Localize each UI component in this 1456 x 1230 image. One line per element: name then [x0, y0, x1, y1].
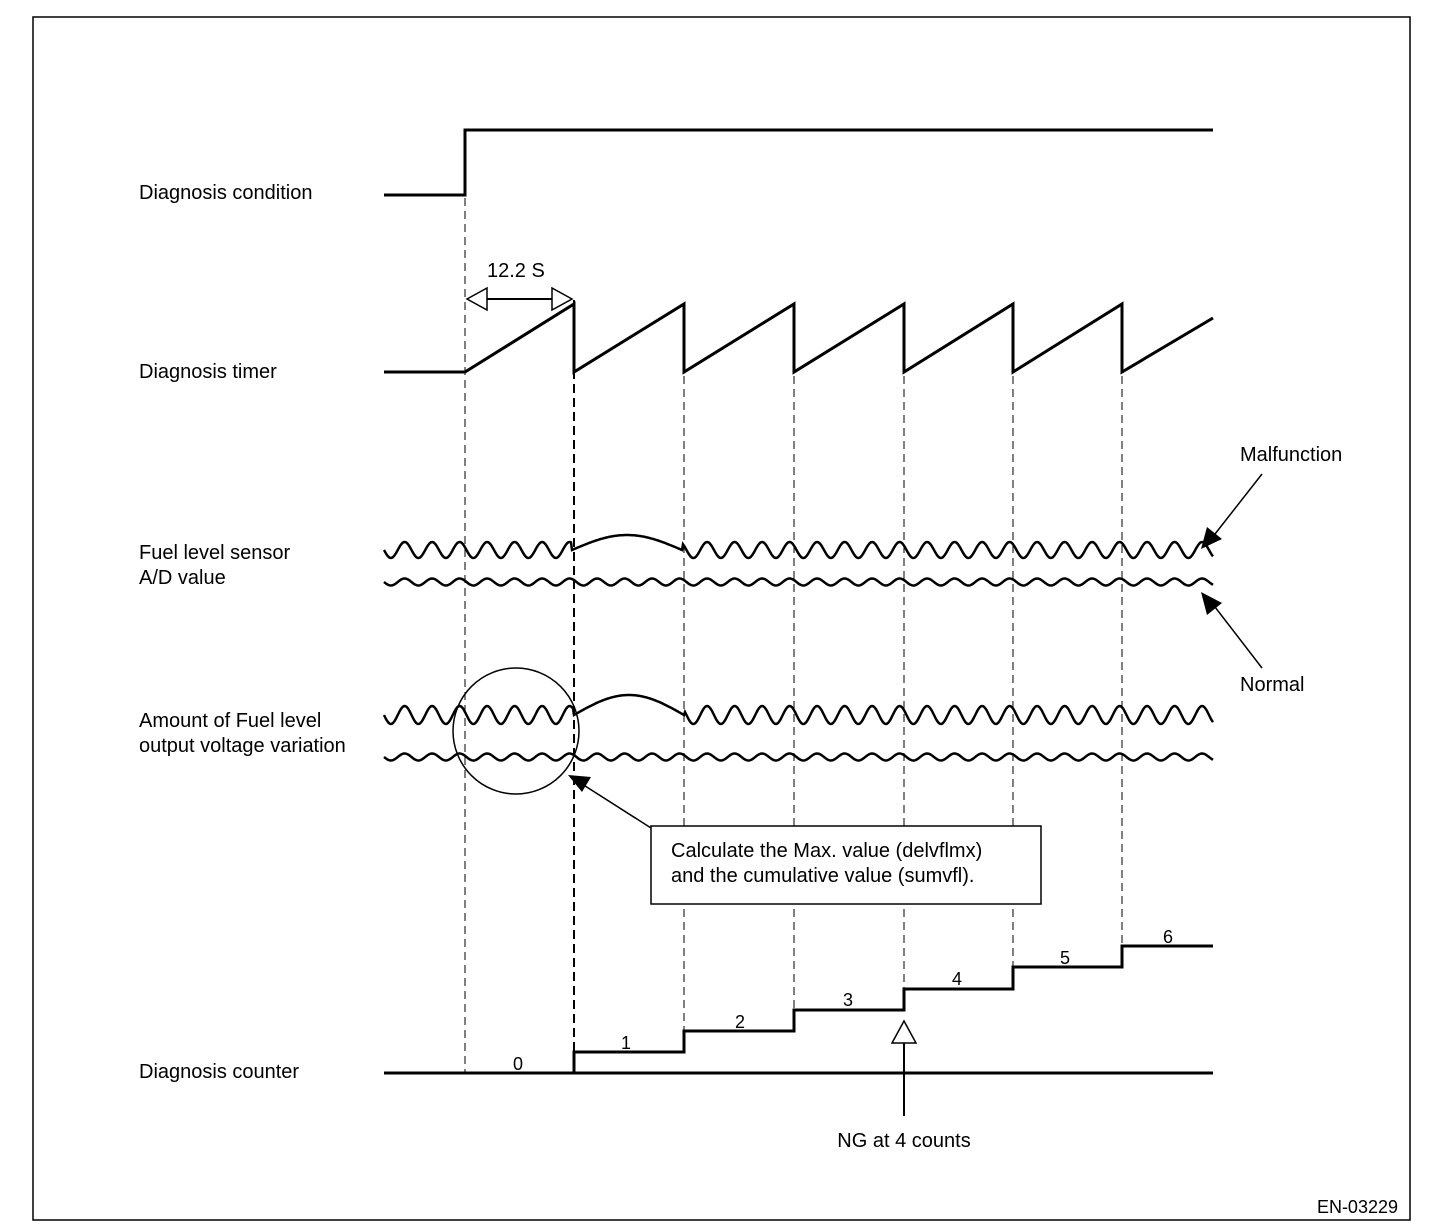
label-variation-line1: Amount of Fuel level: [139, 710, 321, 732]
normal-label: Normal: [1240, 674, 1304, 696]
figure-frame: [32, 16, 1411, 1221]
counter-value-5: 5: [1060, 948, 1070, 968]
fuel-sensor-malfunction-wave: [382, 533, 1214, 560]
ng-arrow: [890, 1019, 918, 1116]
counter-value-2: 2: [735, 1012, 745, 1032]
variation-normal-wave: [383, 752, 1214, 762]
normal-arrow: [1201, 592, 1263, 669]
label-variation-line2: output voltage variation: [139, 735, 346, 757]
diagnosis-counter-signal: [572, 944, 1213, 1073]
variation-malfunction-wave: [382, 693, 1215, 726]
timer-period-label: 12.2 S: [487, 260, 545, 282]
calculation-callout-line1: Calculate the Max. value (delvflmx): [671, 840, 982, 862]
fuel-sensor-normal-wave: [383, 577, 1214, 587]
diagnosis-timer-signal: [384, 301, 1214, 375]
counter-value-1: 1: [621, 1033, 631, 1053]
calculation-window-circle: [452, 667, 580, 795]
diagnosis-condition-signal: [384, 128, 1213, 197]
counter-value-labels: 0 1 2 3 4 5 6: [513, 927, 1173, 1074]
ng-label: NG at 4 counts: [837, 1130, 970, 1152]
label-fuel-sensor-line2: A/D value: [139, 567, 226, 589]
malfunction-label: Malfunction: [1240, 444, 1342, 466]
label-fuel-sensor-line1: Fuel level sensor: [139, 542, 291, 564]
calculation-arrow: [568, 775, 652, 829]
calculation-callout-box: [650, 825, 1042, 905]
calculation-callout-line2: and the cumulative value (sumvfl).: [671, 865, 974, 887]
malfunction-arrow: [1201, 473, 1263, 549]
counter-value-4: 4: [952, 969, 962, 989]
figure-id: EN-03229: [1317, 1197, 1398, 1217]
counter-value-3: 3: [843, 990, 853, 1010]
counter-value-6: 6: [1163, 927, 1173, 947]
timer-period-arrow: [465, 286, 574, 312]
label-diagnosis-condition: Diagnosis condition: [139, 182, 312, 204]
label-diagnosis-timer: Diagnosis timer: [139, 361, 277, 383]
counter-value-0: 0: [513, 1054, 523, 1074]
label-diagnosis-counter: Diagnosis counter: [139, 1061, 299, 1083]
